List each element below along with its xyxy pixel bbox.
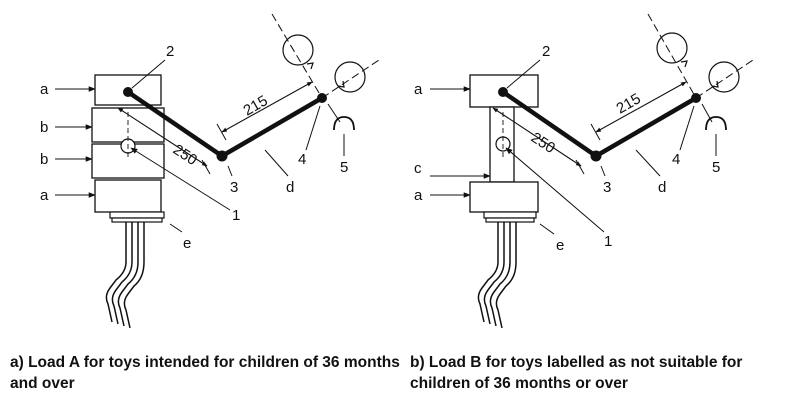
clamp-base-lower: [111, 217, 163, 223]
label-b-upper: b: [40, 119, 48, 136]
panel-a: 250 215 a b b a 2 1 3 d 4: [40, 13, 383, 329]
clamp-base-lower: [485, 217, 535, 223]
mass-a-bottom: [94, 179, 162, 213]
joint-point-3: [216, 150, 228, 162]
label-e: e: [183, 235, 191, 252]
rotation-symbol-right: [334, 61, 366, 93]
hook-5: [705, 116, 727, 131]
label-a-bottom: a: [414, 187, 423, 204]
attach-point-2: [498, 87, 508, 97]
clamp-base: [109, 211, 165, 219]
label-2: 2: [166, 43, 174, 60]
hook-5: [333, 116, 355, 131]
rotation-symbol-upper: [656, 32, 688, 64]
label-3: 3: [603, 179, 611, 196]
dimension-215-label: 215: [241, 92, 271, 119]
dimension-250-label: 250: [528, 129, 558, 157]
label-5: 5: [340, 159, 348, 176]
label-a-top: a: [40, 81, 49, 98]
label-e: e: [556, 237, 564, 254]
panel-b: 250 215 a c a 2 1 3 d 4 5 e: [414, 13, 757, 329]
label-5: 5: [712, 159, 720, 176]
attach-point-2: [123, 87, 133, 97]
caption-load-a: a) Load A for toys intended for children…: [10, 354, 400, 392]
label-a-bottom: a: [40, 187, 49, 204]
label-2: 2: [542, 43, 550, 60]
wire-clip: [105, 222, 145, 329]
dimension-215-label: 215: [614, 90, 644, 117]
label-4: 4: [298, 151, 306, 168]
rotation-symbol-right: [708, 61, 740, 93]
rotation-symbol-upper: [282, 34, 314, 66]
label-3: 3: [230, 179, 238, 196]
label-d: d: [658, 179, 666, 196]
wire-clip: [477, 222, 517, 329]
joint-point-3: [590, 150, 602, 162]
label-4: 4: [672, 151, 680, 168]
label-1: 1: [232, 207, 240, 224]
label-a-top: a: [414, 81, 423, 98]
mass-a-bottom: [469, 181, 539, 213]
label-b-lower: b: [40, 151, 48, 168]
clamp-base: [483, 211, 537, 219]
label-1: 1: [604, 233, 612, 250]
label-c: c: [414, 160, 422, 177]
caption-load-b: b) Load B for toys labelled as not suita…: [410, 354, 743, 392]
label-d: d: [286, 179, 294, 196]
load-diagram: 250 215 a b b a 2 1 3 d 4: [40, 13, 757, 329]
